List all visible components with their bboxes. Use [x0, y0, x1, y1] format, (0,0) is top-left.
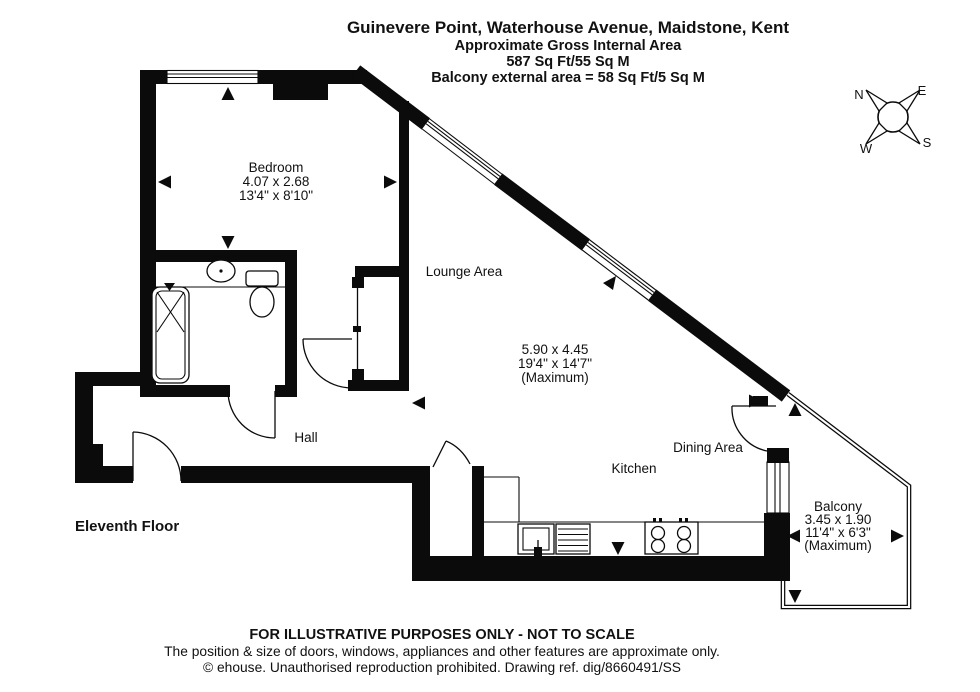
room-label-lounge: Lounge Area — [426, 264, 503, 279]
compass-e: E — [918, 83, 927, 98]
header-area-value: 587 Sq Ft/55 Sq M — [506, 54, 629, 70]
compass-east-point — [897, 89, 921, 113]
bedroom-corridor-door — [302, 338, 353, 389]
room-dim-balcony-metric: 3.45 x 1.90 — [805, 512, 872, 527]
bedroom-arrow-right — [384, 175, 397, 189]
bathroom — [151, 256, 285, 384]
sink-icon — [517, 523, 555, 556]
room-label-bedroom: Bedroom — [249, 160, 304, 175]
toilet-icon — [245, 270, 279, 318]
dining-window — [766, 461, 790, 514]
room-labels: Bedroom 4.07 x 2.68 13'4" x 8'10" Lounge… — [239, 160, 872, 553]
balcony-railing — [780, 392, 912, 610]
header: Guinevere Point, Waterhouse Avenue, Maid… — [347, 18, 789, 86]
room-dim-balcony-qualifier: (Maximum) — [804, 538, 872, 553]
bedroom-arrow-up — [221, 87, 235, 100]
bedroom-window — [166, 69, 259, 85]
room-dim-bedroom-metric: 4.07 x 2.68 — [243, 174, 310, 189]
room-dim-lounge-metric: 5.90 x 4.45 — [522, 342, 589, 357]
footer-copyright: © ehouse. Unauthorised reproduction proh… — [203, 660, 681, 675]
lounge-arrow-down — [611, 542, 625, 555]
room-label-balcony: Balcony — [814, 499, 862, 514]
header-balcony-area: Balcony external area = 58 Sq Ft/5 Sq M — [431, 70, 705, 86]
room-dim-lounge-imperial: 19'4" x 14'7" — [518, 356, 592, 371]
drainer-icon — [555, 523, 591, 555]
room-label-kitchen: Kitchen — [611, 461, 656, 476]
lounge-arrow-right — [749, 394, 762, 408]
footer: FOR ILLUSTRATIVE PURPOSES ONLY - NOT TO … — [164, 627, 720, 675]
bath-icon — [151, 283, 190, 384]
balcony-door — [731, 405, 776, 452]
balcony-arrow-down — [788, 590, 802, 603]
bathroom-door — [227, 390, 276, 439]
balcony-arrow-up — [788, 403, 802, 416]
basin-icon — [206, 256, 236, 283]
page-title: Guinevere Point, Waterhouse Avenue, Maid… — [347, 18, 789, 37]
compass-icon: N E S W — [854, 83, 931, 156]
balcony-arrow-right — [891, 529, 904, 543]
cupboard — [352, 277, 364, 380]
compass-north-point — [865, 89, 889, 113]
lounge-arrow-up — [603, 276, 616, 290]
hob-icon — [644, 518, 699, 555]
dimension-arrows — [158, 87, 904, 603]
balcony-arrow-left — [787, 529, 800, 543]
compass-west-point — [865, 121, 889, 145]
diagonal-window-glazing — [421, 118, 657, 301]
room-dim-balcony-imperial: 11'4" x 6'3" — [805, 525, 871, 540]
lounge-arrow-left — [412, 396, 425, 410]
compass-n: N — [854, 87, 863, 102]
footer-disclaimer-title: FOR ILLUSTRATIVE PURPOSES ONLY - NOT TO … — [249, 627, 635, 643]
kitchen-counter — [484, 476, 764, 556]
entrance-door — [132, 431, 182, 482]
hall-closet-door — [432, 440, 471, 468]
compass-w: W — [860, 141, 873, 156]
room-dim-bedroom-imperial: 13'4" x 8'10" — [239, 188, 313, 203]
bedroom-arrow-down — [221, 236, 235, 249]
room-dim-lounge-qualifier: (Maximum) — [521, 370, 589, 385]
compass-s: S — [923, 135, 932, 150]
room-label-hall: Hall — [294, 430, 317, 445]
compass-south-point — [897, 121, 921, 145]
header-area-label: Approximate Gross Internal Area — [455, 38, 683, 54]
bedroom-arrow-left — [158, 175, 171, 189]
footer-disclaimer-note: The position & size of doors, windows, a… — [164, 644, 720, 659]
floor-label: Eleventh Floor — [75, 518, 179, 535]
room-label-dining: Dining Area — [673, 440, 743, 455]
